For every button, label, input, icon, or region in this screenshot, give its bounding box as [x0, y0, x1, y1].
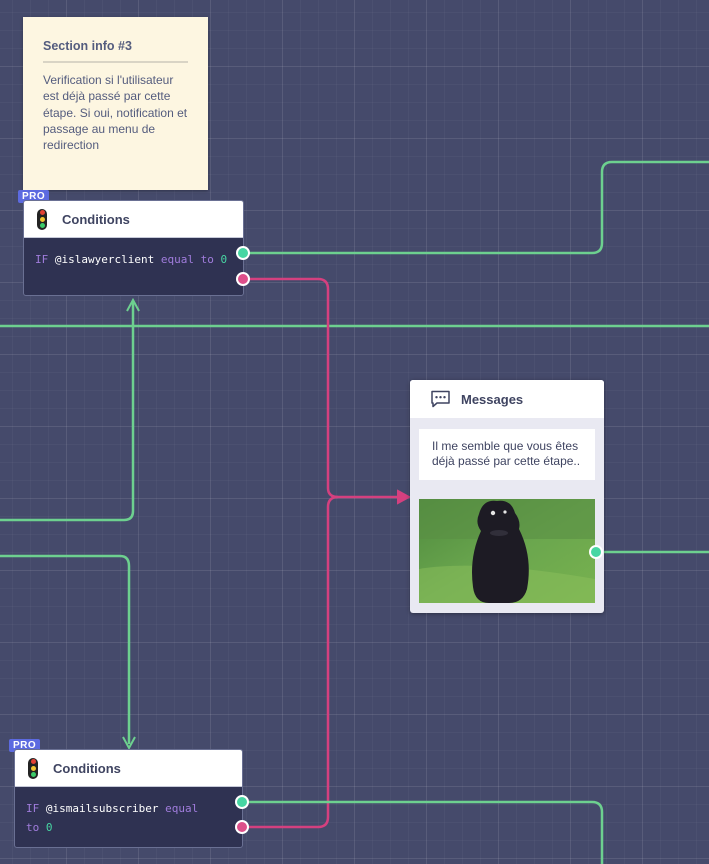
- message-bubble: Il me semble que vous êtes déjà passé pa…: [419, 429, 595, 480]
- true-output-port[interactable]: [236, 246, 250, 260]
- note-title: Section info #3: [43, 39, 188, 63]
- pro-badge: PRO: [9, 739, 41, 752]
- messages-title: Messages: [461, 391, 524, 407]
- wire-bottom-true: [243, 800, 604, 864]
- true-output-port[interactable]: [235, 795, 249, 809]
- conditions-header: Conditions: [15, 750, 242, 787]
- condition-operator-to: to: [200, 253, 214, 266]
- message-image: [419, 499, 595, 603]
- pro-badge: PRO: [18, 190, 50, 203]
- wire-bottom-false: [243, 495, 339, 829]
- traffic-light-icon: [37, 208, 47, 230]
- conditions-title: Conditions: [53, 760, 121, 776]
- condition-value: 0: [45, 821, 53, 834]
- wire-top-false: [244, 277, 402, 499]
- if-keyword: IF: [35, 253, 49, 266]
- arrow-into-top-conditions: [126, 297, 140, 312]
- condition-expression: IF @islawyerclient equal to 0: [24, 238, 243, 281]
- false-output-port[interactable]: [236, 272, 250, 286]
- conditions-node-bottom[interactable]: Conditions IF @ismailsubscriber equal to…: [14, 749, 243, 848]
- condition-operator-to: to: [26, 821, 40, 834]
- condition-variable: @ismailsubscriber: [45, 802, 159, 815]
- false-output-port[interactable]: [235, 820, 249, 834]
- wire-top-true: [244, 160, 709, 255]
- condition-operator: equal: [165, 802, 199, 815]
- chat-bubble-icon: [430, 390, 451, 408]
- wire-into-top-conditions: [0, 302, 135, 522]
- arrow-into-messages: [397, 489, 412, 505]
- messages-output-port[interactable]: [589, 545, 603, 559]
- condition-value: 0: [220, 253, 228, 266]
- condition-expression: IF @ismailsubscriber equal to 0: [15, 787, 227, 849]
- arrow-into-bottom-conditions: [122, 736, 136, 751]
- if-keyword: IF: [26, 802, 40, 815]
- condition-operator: equal: [160, 253, 194, 266]
- note-body: Verification si l'utilisateur est déjà p…: [43, 73, 188, 153]
- traffic-light-icon: [28, 757, 38, 779]
- conditions-header: Conditions: [24, 201, 243, 238]
- condition-variable: @islawyerclient: [54, 253, 155, 266]
- messages-header: Messages: [410, 380, 604, 418]
- messages-node[interactable]: Messages Il me semble que vous êtes déjà…: [410, 380, 604, 613]
- section-info-note[interactable]: Section info #3 Verification si l'utilis…: [23, 17, 208, 190]
- conditions-node-top[interactable]: Conditions IF @islawyerclient equal to 0: [23, 200, 244, 296]
- conditions-title: Conditions: [62, 211, 130, 227]
- wire-into-bottom-conditions: [0, 554, 131, 744]
